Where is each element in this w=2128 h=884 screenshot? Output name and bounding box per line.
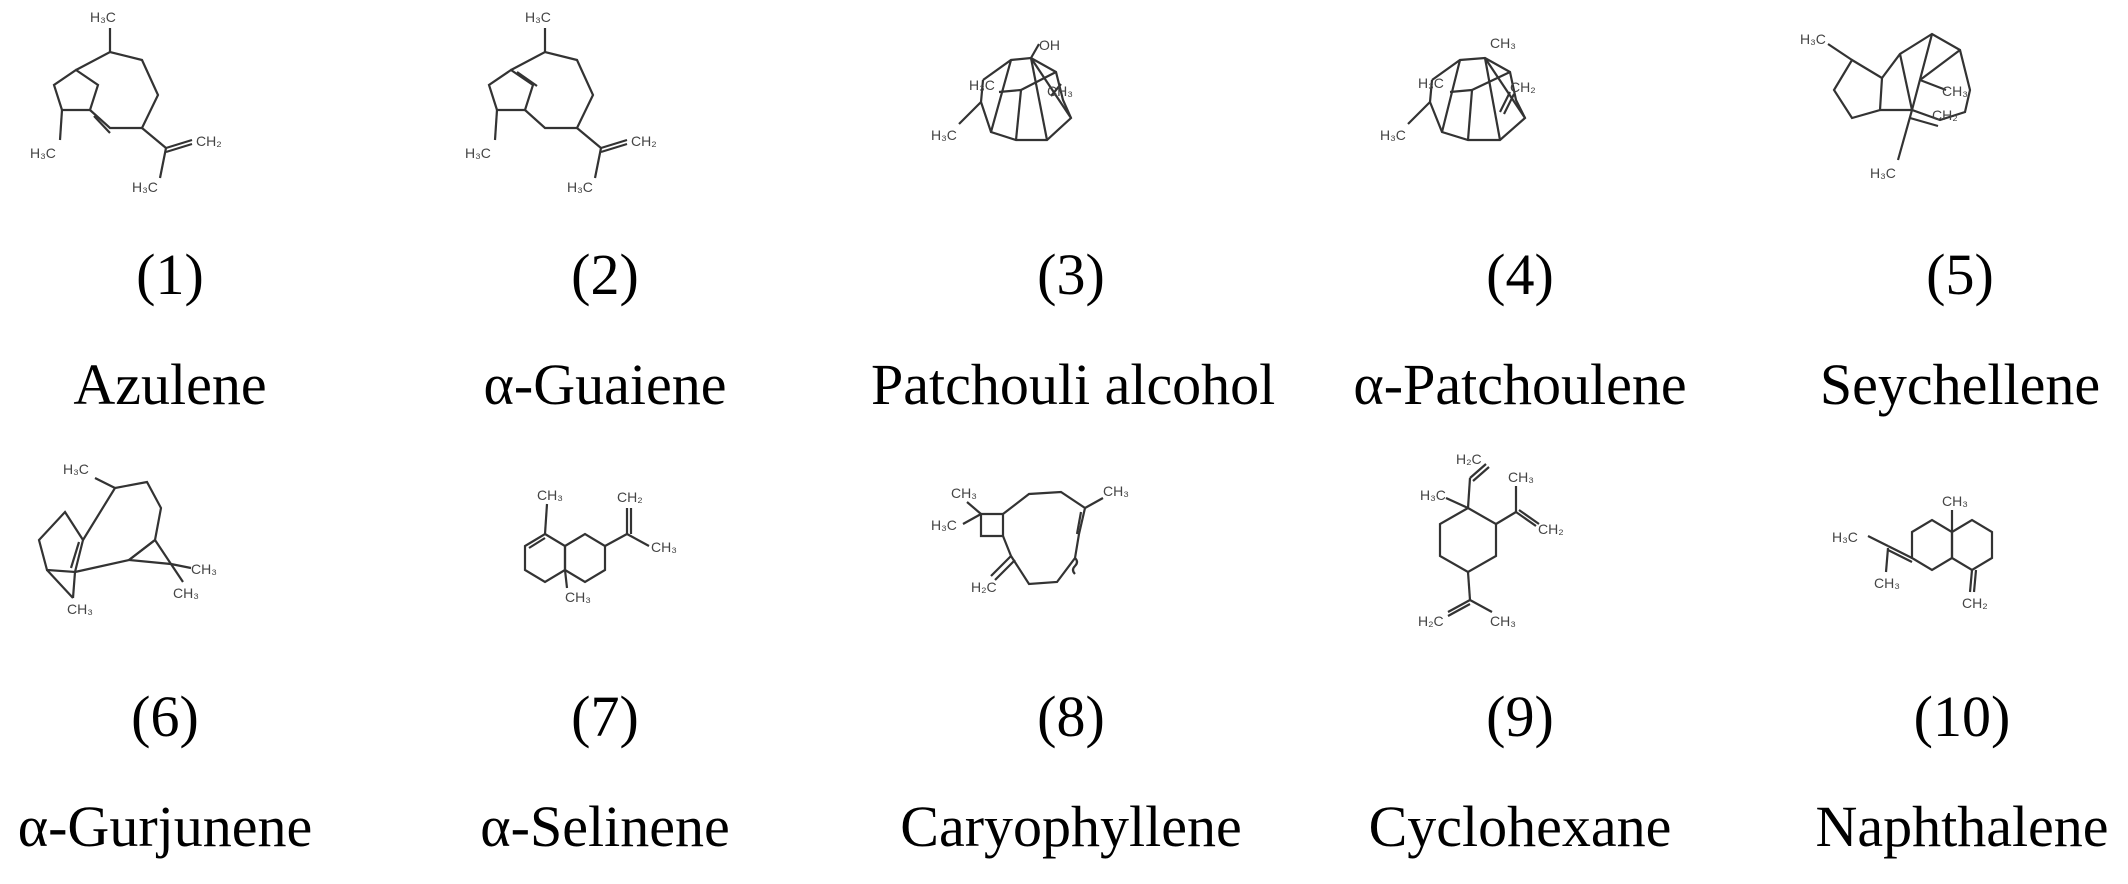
label-4b: H₃C [1418, 75, 1444, 91]
compound-number-3: (3) [1037, 242, 1105, 307]
label-9d: CH₂ [1538, 521, 1564, 537]
compound-cell-2: H₃C H₃C H₃C CH₂ (2) α-Guaiene [405, 0, 805, 442]
structure-7: CH₃ CH₂ CH₃ CH₃ [405, 442, 805, 667]
label-3c: CH₃ [1047, 83, 1073, 99]
label-2c: H₃C [567, 179, 593, 195]
label-1c: H₃C [132, 179, 158, 195]
label-8a: H₃C [931, 517, 957, 533]
compound-name-8: Caryophyllene [900, 794, 1242, 859]
label-6a: H₃C [63, 461, 89, 477]
label-3b: H₃C [969, 77, 995, 93]
label-4a: CH₃ [1490, 35, 1516, 51]
label-2a: H₃C [525, 9, 551, 25]
compound-cell-1: H₃C H₃C H₃C CH₂ (1) Azulene [0, 0, 370, 442]
compound-number-10: (10) [1913, 684, 2011, 749]
structure-3: OH H₃C CH₃ H₃C [871, 0, 1271, 225]
compound-cell-7: CH₃ CH₂ CH₃ CH₃ (7) α-Selinene [405, 442, 805, 884]
compound-cell-8: H₃C CH₃ CH₃ H₂C (8) Caryophyllene [871, 442, 1271, 884]
structure-5: H₃C CH₃ CH₂ H₃C [1760, 0, 2128, 225]
compound-number-8: (8) [1037, 684, 1105, 749]
label-10a: CH₃ [1942, 493, 1968, 509]
compound-name-9: Cyclohexane [1368, 794, 1672, 859]
compound-number-5: (5) [1926, 242, 1994, 307]
compound-number-2: (2) [571, 242, 639, 307]
label-6d: CH₃ [67, 601, 93, 617]
label-1b: H₃C [30, 145, 56, 161]
compound-cell-4: CH₃ H₃C CH₂ H₃C (4) α-Patchoulene [1320, 0, 1720, 442]
compound-number-7: (7) [571, 684, 639, 749]
label-8c: CH₃ [1103, 483, 1129, 499]
label-9b: H₃C [1420, 487, 1446, 503]
label-6b: CH₃ [191, 561, 217, 577]
label-1d: CH₂ [196, 133, 222, 149]
compound-name-3: Patchouli alcohol [871, 352, 1276, 417]
label-10c: CH₃ [1874, 575, 1900, 591]
label-2d: CH₂ [631, 133, 657, 149]
label-6c: CH₃ [173, 585, 199, 601]
label-5a: H₃C [1800, 31, 1826, 47]
label-7c: CH₃ [651, 539, 677, 555]
compound-name-4: α-Patchoulene [1353, 352, 1687, 417]
compound-cell-6: H₃C CH₃ CH₃ CH₃ (6) α-Gurjunene [0, 442, 365, 884]
compound-name-2: α-Guaiene [483, 352, 727, 417]
structure-6: H₃C CH₃ CH₃ CH₃ [0, 442, 365, 667]
label-3d: H₃C [931, 127, 957, 143]
compound-name-1: Azulene [73, 352, 267, 417]
structure-4: CH₃ H₃C CH₂ H₃C [1320, 0, 1720, 225]
compound-cell-9: H₂C H₃C CH₃ CH₂ H₂C CH₃ (9) Cyclohexane [1320, 442, 1720, 884]
label-2b: H₃C [465, 145, 491, 161]
label-4c: CH₂ [1510, 79, 1536, 95]
label-8d: H₂C [971, 579, 997, 595]
label-9c: CH₃ [1508, 469, 1534, 485]
compound-name-10: Naphthalene [1815, 794, 2109, 859]
label-7d: CH₃ [565, 589, 591, 605]
structure-1: H₃C H₃C H₃C CH₂ [0, 0, 370, 225]
label-7a: CH₃ [537, 487, 563, 503]
label-1a: H₃C [90, 9, 116, 25]
label-4d: H₃C [1380, 127, 1406, 143]
label-7b: CH₂ [617, 489, 643, 505]
label-10d: CH₂ [1962, 595, 1988, 611]
compound-number-6: (6) [131, 684, 199, 749]
compound-number-4: (4) [1486, 242, 1554, 307]
compound-number-9: (9) [1486, 684, 1554, 749]
label-8b: CH₃ [951, 485, 977, 501]
compound-cell-10: CH₃ H₃C CH₃ CH₂ (10) Naphthalene [1762, 442, 2128, 884]
label-5d: H₃C [1870, 165, 1896, 181]
label-5b: CH₃ [1942, 83, 1968, 99]
compound-cell-3: OH H₃C CH₃ H₃C (3) Patchouli alcohol [871, 0, 1276, 442]
label-9e: H₂C [1418, 613, 1444, 629]
compound-cell-5: H₃C CH₃ CH₂ H₃C (5) Seychellene [1760, 0, 2128, 442]
label-9f: CH₃ [1490, 613, 1516, 629]
label-3a: OH [1039, 37, 1060, 53]
compound-name-5: Seychellene [1819, 352, 2101, 417]
structure-2: H₃C H₃C H₃C CH₂ [405, 0, 805, 225]
structure-8: H₃C CH₃ CH₃ H₂C [871, 442, 1271, 667]
label-9a: H₂C [1456, 451, 1482, 467]
compound-name-6: α-Gurjunene [17, 794, 313, 859]
label-10b: H₃C [1832, 529, 1858, 545]
structure-9: H₂C H₃C CH₃ CH₂ H₂C CH₃ [1320, 442, 1720, 667]
compound-name-7: α-Selinene [480, 794, 730, 859]
compound-number-1: (1) [136, 242, 204, 307]
label-5c: CH₂ [1932, 107, 1958, 123]
structure-10: CH₃ H₃C CH₃ CH₂ [1762, 442, 2128, 667]
